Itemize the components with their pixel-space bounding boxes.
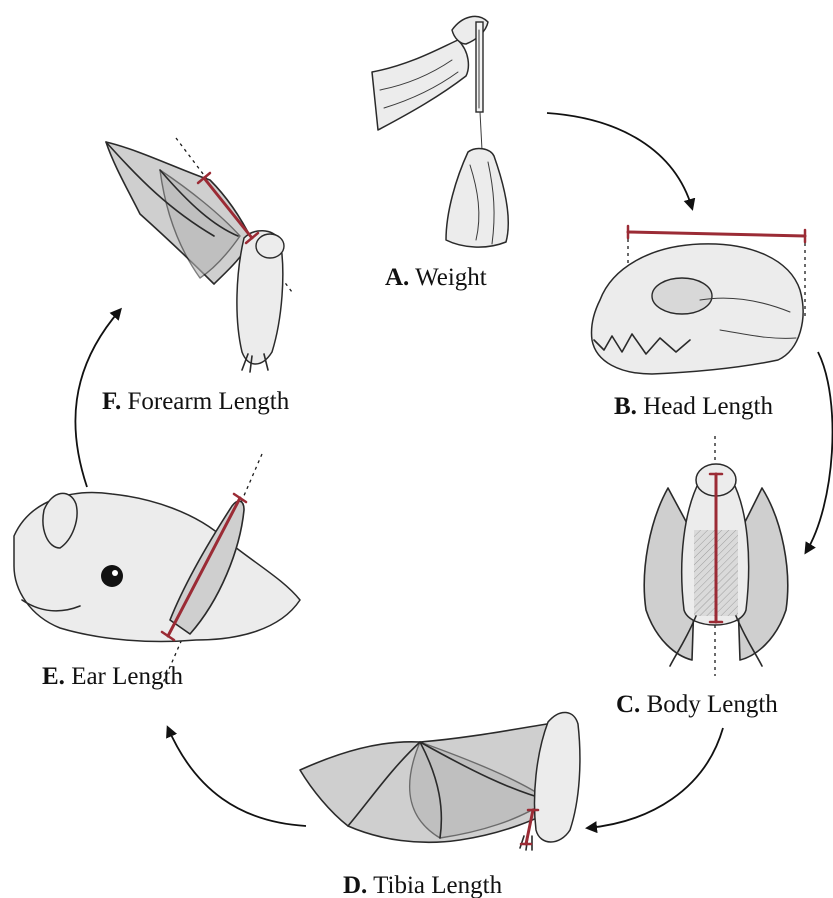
illustration-tibia (300, 712, 580, 850)
bat-eye (101, 565, 123, 587)
illustration-head (591, 232, 805, 374)
arrow-d-to-e (168, 728, 306, 826)
illustration-forearm (106, 138, 292, 372)
label-head-length: B. Head Length (614, 393, 773, 420)
label-body-length: C. Body Length (616, 691, 778, 718)
label-ear-length: E. Ear Length (42, 663, 183, 690)
arrow-b-to-c (806, 352, 833, 552)
illustration-weight (372, 16, 508, 247)
label-tibia-length: D. Tibia Length (343, 872, 503, 898)
arrow-a-to-b (547, 113, 692, 208)
arrow-c-to-d (588, 728, 723, 828)
illustration-ear (14, 454, 300, 690)
bat-head-upper (256, 234, 284, 258)
eye-socket (652, 278, 712, 314)
label-weight: A. Weight (385, 264, 487, 291)
label-forearm-length: F. Forearm Length (102, 388, 290, 415)
head-length-bar (628, 226, 805, 242)
sleeve (372, 40, 468, 130)
